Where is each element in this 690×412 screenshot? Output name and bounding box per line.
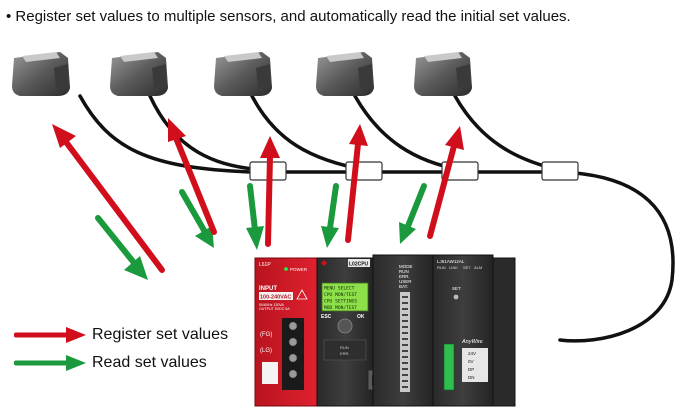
register-arrows <box>52 118 464 273</box>
warning-icon <box>296 289 308 300</box>
io-module: MODE RUN ERR. USER BAT. <box>372 254 434 407</box>
legend-read: Read set values <box>14 354 207 372</box>
io-label-run: RUN <box>399 269 409 274</box>
io-connector <box>400 292 410 392</box>
esc-label: ESC <box>321 314 332 320</box>
anywire-status-run: RUN <box>437 265 446 270</box>
red-arrow-icon <box>14 327 86 343</box>
anywire-set-label: SET <box>452 286 461 291</box>
sensor-3 <box>214 52 272 96</box>
terminal-block <box>443 343 455 391</box>
power-module: L61P POWER INPUT 100-240VAC 50/60Hz 130V… <box>254 257 318 407</box>
lg-label: (LG) <box>260 348 272 354</box>
terminal-0v: 0V <box>468 359 474 364</box>
ok-label: OK <box>357 314 365 320</box>
trunk-cable <box>78 94 675 343</box>
terminal-dn: DN <box>468 375 475 380</box>
voltage-label: 100-240VAC <box>260 295 291 301</box>
drop-cable-2 <box>148 94 270 172</box>
lcd-line-3: CPU SETTINGS <box>324 299 357 305</box>
read-arrows <box>95 183 427 280</box>
legend-register: Register set values <box>14 326 228 344</box>
drop-cable-4 <box>353 94 464 172</box>
anywire-logo: AnyWire <box>461 339 483 345</box>
cpu-model: L02CPU <box>349 262 369 268</box>
anywire-status-set: SET <box>463 265 471 270</box>
power-brand: L61P <box>259 262 271 268</box>
red-arrow-icon <box>52 124 165 273</box>
connector-2 <box>345 161 383 181</box>
sensor-2 <box>110 52 168 96</box>
power-led-label: POWER <box>290 267 308 272</box>
lcd-line-1: MENU SELECT <box>324 286 355 292</box>
sensor-1 <box>12 52 70 96</box>
red-arrow-icon <box>168 118 217 235</box>
brand-logo-icon <box>321 260 327 266</box>
terminal-screws <box>288 321 298 379</box>
anywire-title: LJ51AW12AL <box>437 259 465 264</box>
sensor-4 <box>316 52 374 96</box>
green-arrow-icon <box>399 183 427 244</box>
cpu-run-label: RUN <box>340 345 349 350</box>
green-arrow-icon <box>95 215 148 280</box>
legend-read-label: Read set values <box>92 354 207 371</box>
connector-4 <box>541 161 579 181</box>
green-arrow-icon <box>179 189 214 248</box>
green-arrow-icon <box>246 183 264 250</box>
anywire-status-link: LINK <box>449 265 458 270</box>
fg-label: (FG) <box>260 332 272 338</box>
red-arrow-icon <box>345 124 368 243</box>
io-label-mode: MODE <box>399 264 413 269</box>
set-button-icon <box>453 294 459 300</box>
red-arrow-icon <box>427 126 464 239</box>
terminal-dp: DP <box>468 367 474 372</box>
lcd-screen <box>321 282 369 312</box>
anywire-status-alm: ALM <box>474 265 482 270</box>
power-spec: 50/60Hz 130VA <box>259 303 285 307</box>
io-label-bat: BAT. <box>399 284 408 289</box>
input-label: INPUT <box>259 286 277 292</box>
terminal-24v: 24V <box>468 351 476 356</box>
red-arrow-icon <box>260 136 280 247</box>
io-label-user: USER <box>399 279 412 284</box>
green-arrow-icon <box>321 183 339 248</box>
power-output: OUTPUT 5VDC 5A <box>259 307 290 311</box>
legend-register-label: Register set values <box>92 326 229 343</box>
cpu-module: L02CPU MENU SELECT CPU MON/TEST CPU SETT… <box>316 257 393 407</box>
anywire-module: LJ51AW12AL RUN LINK SET ALM SET AnyWire … <box>432 254 494 407</box>
cpu-dial <box>337 318 353 334</box>
lcd-line-2: CPU MON/TEST <box>324 292 357 298</box>
lcd-line-4: MOD MON/TEST <box>324 305 357 311</box>
caption-text: • Register set values to multiple sensor… <box>6 8 571 25</box>
green-arrow-icon <box>14 355 86 371</box>
end-cover <box>492 257 516 407</box>
cpu-err-label: ERR. <box>340 351 350 356</box>
sensor-5 <box>414 52 472 96</box>
io-label-err: ERR. <box>399 274 410 279</box>
drop-cable-5 <box>453 94 562 172</box>
